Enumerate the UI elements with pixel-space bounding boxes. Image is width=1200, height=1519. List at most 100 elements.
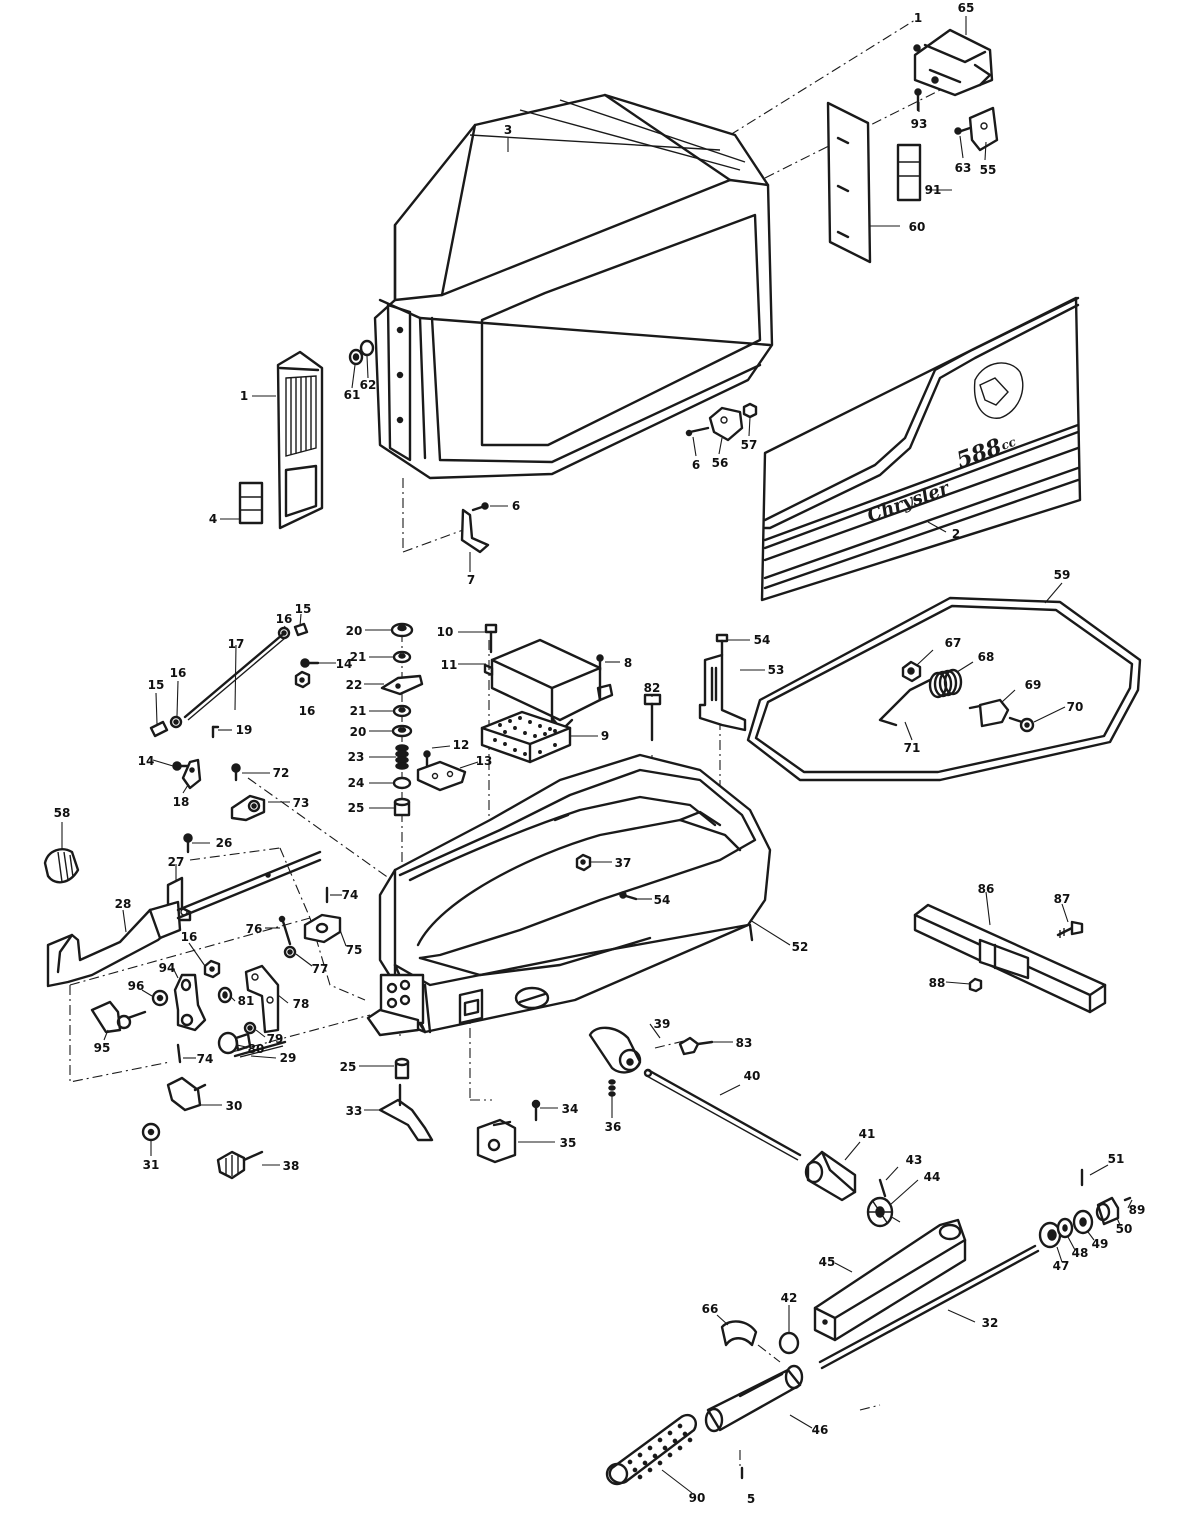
- callout-label: 23: [348, 750, 365, 764]
- callout-label: 55: [980, 163, 997, 177]
- screw-6-lower: [471, 502, 489, 512]
- cowl-seal-59: [746, 596, 1142, 782]
- callout-label: 1: [240, 389, 248, 403]
- callout-label: 17: [228, 637, 245, 651]
- nut-88: [968, 977, 983, 993]
- callout-label: 11: [441, 658, 458, 672]
- callout-label: 94: [159, 961, 176, 975]
- washer-81: [217, 986, 233, 1004]
- gear-44: [866, 1196, 894, 1228]
- callout-label: 16: [299, 704, 316, 718]
- washer-21-top: [392, 650, 412, 664]
- bracket-53: [698, 653, 747, 732]
- callout-label: 86: [978, 882, 995, 896]
- latch-bracket-7: [460, 508, 490, 554]
- washer-48: [1056, 1217, 1074, 1239]
- bushing-25-lower: [394, 1057, 410, 1080]
- motor-cover-hood: [373, 93, 774, 480]
- nut-37: [575, 853, 592, 872]
- lever-18: [181, 758, 202, 790]
- bolt-87: [1056, 920, 1084, 938]
- spring-23: [395, 744, 409, 770]
- callout-label: 46: [812, 1423, 829, 1437]
- washer-21-bottom: [392, 704, 412, 718]
- decal-label-4: [238, 481, 264, 525]
- callout-label: 44: [924, 1170, 941, 1184]
- plate-13: [416, 760, 467, 792]
- washer-24: [392, 776, 412, 790]
- screw-8: [596, 654, 604, 672]
- pin-15-left: [149, 720, 169, 738]
- callout-label: 34: [562, 1102, 579, 1116]
- callout-label: 7: [467, 573, 475, 587]
- callout-label: 33: [346, 1104, 363, 1118]
- callout-label: 80: [248, 1042, 265, 1056]
- callout-label: 2: [952, 527, 960, 541]
- switch-35: [476, 1118, 517, 1164]
- callout-label: 73: [293, 796, 310, 810]
- pin-74-lower: [176, 1043, 182, 1064]
- washer-61: [348, 348, 364, 366]
- washer-79: [243, 1021, 257, 1035]
- cam-94: [173, 973, 207, 1032]
- callout-label: 37: [615, 856, 632, 870]
- fitting-38: [216, 1150, 264, 1180]
- washer-70: [1019, 717, 1035, 733]
- electrical-box-11: [483, 638, 614, 732]
- part-callout-labels: 65 1 3 93 63 55 91 60 61 62 1 6 56 57 4 …: [54, 1, 1146, 1506]
- callout-label: 21: [350, 704, 367, 718]
- washer-96: [151, 989, 169, 1007]
- rod-29: [233, 1040, 287, 1058]
- choke-knob-30: [166, 1076, 207, 1112]
- callout-label: 51: [1108, 1152, 1125, 1166]
- callout-label: 29: [280, 1051, 297, 1065]
- callout-label: 6: [692, 458, 700, 472]
- callout-label: 54: [754, 633, 771, 647]
- callout-label: 35: [560, 1136, 577, 1150]
- callout-label: 20: [350, 725, 367, 739]
- callout-label: 74: [342, 888, 359, 902]
- latch-assembly-65: [913, 28, 994, 97]
- grommet-62: [359, 339, 375, 357]
- tiller-bracket-86: [913, 903, 1107, 1014]
- callout-label: 1: [914, 11, 922, 25]
- grip-tube-46: [704, 1364, 804, 1433]
- callout-label: 15: [148, 678, 165, 692]
- tiller-arm-45: [813, 1218, 967, 1342]
- callout-label: 66: [702, 1302, 719, 1316]
- callout-label: 12: [453, 738, 470, 752]
- callout-label: 56: [712, 456, 729, 470]
- callout-label: 16: [181, 930, 198, 944]
- nut-16-right: [294, 670, 311, 689]
- callout-label: 14: [138, 754, 155, 768]
- callout-label: 52: [792, 940, 809, 954]
- callout-label: 18: [173, 795, 190, 809]
- callout-label: 62: [360, 378, 377, 392]
- clamp-73: [230, 794, 266, 822]
- callout-label: 28: [115, 897, 132, 911]
- callout-label: 60: [909, 220, 926, 234]
- washer-20-bottom: [391, 724, 413, 738]
- swivel-39: [588, 1026, 642, 1074]
- washer-16-left: [169, 715, 183, 729]
- washer-31: [141, 1122, 161, 1142]
- callout-label: 48: [1072, 1246, 1089, 1260]
- callout-label: 15: [295, 602, 312, 616]
- screw-54-lower: [619, 891, 638, 901]
- callout-label: 27: [168, 855, 185, 869]
- screw-26: [183, 833, 193, 854]
- bushing-25-top: [393, 797, 411, 817]
- pin-76: [278, 915, 292, 946]
- screw-72: [231, 763, 241, 782]
- callout-label: 69: [1025, 678, 1042, 692]
- fitting-14-upper: [300, 658, 320, 668]
- grill-slots: [285, 375, 317, 457]
- callout-label: 82: [644, 681, 661, 695]
- callout-label: 65: [958, 1, 975, 15]
- callout-label: 32: [982, 1316, 999, 1330]
- nut-20-top: [390, 622, 414, 638]
- o-ring-42: [778, 1331, 800, 1355]
- cap-50: [1095, 1196, 1120, 1226]
- callout-label: 13: [476, 754, 493, 768]
- pin-15-top: [293, 622, 309, 637]
